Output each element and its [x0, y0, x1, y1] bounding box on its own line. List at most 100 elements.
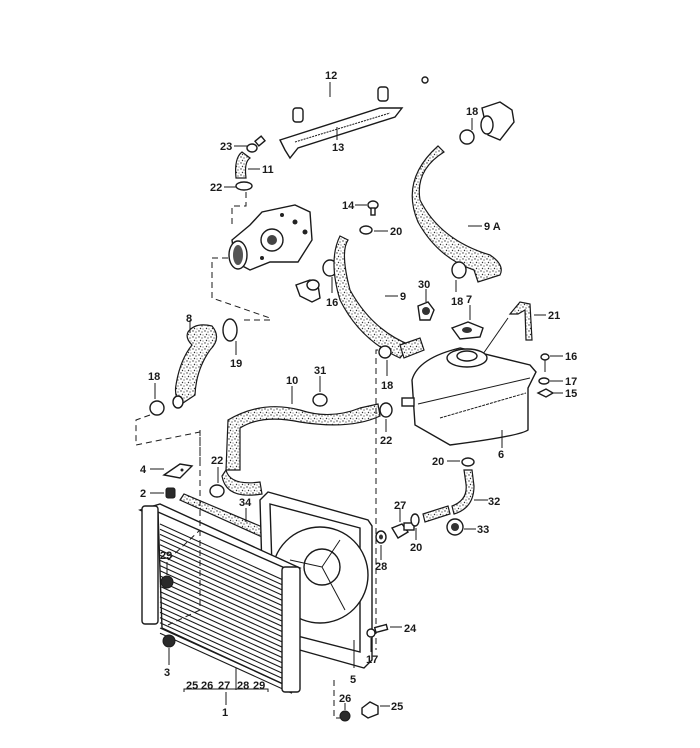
label-33[interactable]: 33: [477, 524, 489, 536]
radiator-fins: [159, 523, 293, 694]
label-26[interactable]: 26: [339, 693, 351, 705]
hose-clamp-18-left-lower[interactable]: [149, 400, 165, 416]
grommet-2[interactable]: [165, 487, 176, 499]
label-7[interactable]: 7: [466, 294, 472, 306]
hose-clamp-19[interactable]: [222, 318, 238, 342]
label-12[interactable]: 12: [325, 70, 337, 82]
hose-clamp-22-lower[interactable]: [209, 484, 225, 498]
sub-assembly-bracket: [183, 668, 269, 705]
seal-26[interactable]: [339, 710, 351, 722]
filler-cap-7[interactable]: [450, 321, 484, 340]
radiator-fin: [159, 627, 293, 689]
coolant-pipe-12[interactable]: [254, 76, 429, 147]
radiator-fin: [159, 570, 293, 632]
label-18-center[interactable]: 18: [381, 380, 393, 392]
label-22-center[interactable]: 22: [380, 435, 392, 447]
label-22-lower[interactable]: 22: [211, 455, 223, 467]
label-9[interactable]: 9: [400, 291, 406, 303]
radiator-fin: [159, 533, 293, 595]
heat-shield-13[interactable]: [279, 107, 404, 160]
label-20-right[interactable]: 20: [432, 456, 444, 468]
hose-clamp-18-center[interactable]: [378, 345, 392, 359]
label-27-sub: 27: [218, 680, 230, 692]
drain-plug-25[interactable]: [361, 701, 379, 719]
label-5[interactable]: 5: [350, 674, 356, 686]
label-6[interactable]: 6: [498, 449, 504, 461]
label-31[interactable]: 31: [314, 365, 326, 377]
label-18-lower-left[interactable]: 18: [148, 371, 160, 383]
hose-clamp-18-mid[interactable]: [451, 261, 467, 279]
radiator-fin: [159, 559, 293, 621]
vent-hose-21[interactable]: [508, 301, 533, 341]
rubber-mount-3[interactable]: [162, 634, 176, 648]
radiator-fin: [159, 601, 293, 663]
hose-clamp-20-lower[interactable]: [410, 513, 420, 527]
label-16-right[interactable]: 16: [565, 351, 577, 363]
radiator-fin: [159, 575, 293, 637]
expansion-tank-6[interactable]: [401, 347, 537, 446]
hose-clamp-22-center[interactable]: [379, 402, 393, 418]
sensor-30[interactable]: [417, 301, 435, 321]
label-21[interactable]: 21: [548, 310, 560, 322]
overflow-hose-32[interactable]: [422, 469, 475, 523]
label-24[interactable]: 24: [404, 623, 417, 635]
hose-clamp-20-right[interactable]: [461, 457, 475, 467]
coolant-hose-10[interactable]: [221, 403, 381, 496]
label-29[interactable]: 29: [160, 550, 172, 562]
label-14[interactable]: 14: [342, 200, 355, 212]
label-32[interactable]: 32: [488, 496, 500, 508]
cap-33[interactable]: [446, 518, 464, 536]
screw-16-right[interactable]: [540, 353, 550, 372]
hose-clamp-18-top[interactable]: [459, 129, 475, 145]
label-11[interactable]: 11: [262, 164, 274, 176]
radiator-fin: [159, 528, 293, 590]
lower-hose-8[interactable]: [172, 324, 218, 409]
label-4[interactable]: 4: [140, 464, 147, 476]
clip-nut-15[interactable]: [536, 388, 555, 398]
label-15[interactable]: 15: [565, 388, 577, 400]
radiator-1[interactable]: [138, 503, 302, 694]
label-17-right[interactable]: 17: [565, 376, 577, 388]
label-30[interactable]: 30: [418, 279, 430, 291]
label-27[interactable]: 27: [394, 500, 406, 512]
label-16-top[interactable]: 16: [326, 297, 338, 309]
hose-clamp-23[interactable]: [246, 143, 258, 153]
screw-24[interactable]: [366, 623, 389, 638]
label-28[interactable]: 28: [375, 561, 387, 573]
label-23[interactable]: 23: [220, 141, 232, 153]
label-20-upper[interactable]: 20: [390, 226, 402, 238]
label-9a[interactable]: 9 A: [484, 221, 501, 233]
bleed-screw-14[interactable]: [367, 200, 379, 216]
bracket-4[interactable]: [162, 463, 194, 479]
label-17-lower[interactable]: 17: [366, 654, 378, 666]
hose-11[interactable]: [235, 151, 252, 179]
label-20-lower[interactable]: 20: [410, 542, 422, 554]
water-pump-housing[interactable]: [228, 204, 313, 271]
fitting-16[interactable]: [295, 279, 321, 303]
connector-27[interactable]: [390, 522, 415, 539]
label-22-top[interactable]: 22: [210, 182, 222, 194]
label-2[interactable]: 2: [140, 488, 146, 500]
hose-clamp-22-top[interactable]: [235, 181, 253, 191]
seal-ring-28[interactable]: [375, 530, 387, 544]
label-18-top[interactable]: 18: [466, 106, 478, 118]
label-34[interactable]: 34: [239, 497, 252, 509]
hose-clamp-20-upper[interactable]: [359, 225, 373, 235]
upper-hose-9a[interactable]: [411, 145, 502, 283]
thermostat-elbow[interactable]: [480, 101, 515, 141]
washer-17-right[interactable]: [538, 377, 550, 385]
label-3[interactable]: 3: [164, 667, 170, 679]
label-18-mid[interactable]: 18: [451, 296, 463, 308]
o-ring-31[interactable]: [312, 393, 328, 407]
radiator-fin: [159, 554, 293, 616]
label-10[interactable]: 10: [286, 375, 298, 387]
upper-hose-9[interactable]: [333, 235, 425, 359]
rubber-mount-29[interactable]: [160, 575, 174, 589]
label-25[interactable]: 25: [391, 701, 403, 713]
label-19[interactable]: 19: [230, 358, 242, 370]
label-8[interactable]: 8: [186, 313, 192, 325]
label-1[interactable]: 1: [222, 707, 228, 719]
label-29-sub: 29: [253, 680, 265, 692]
label-13[interactable]: 13: [332, 142, 344, 154]
label-26-sub: 26: [201, 680, 213, 692]
